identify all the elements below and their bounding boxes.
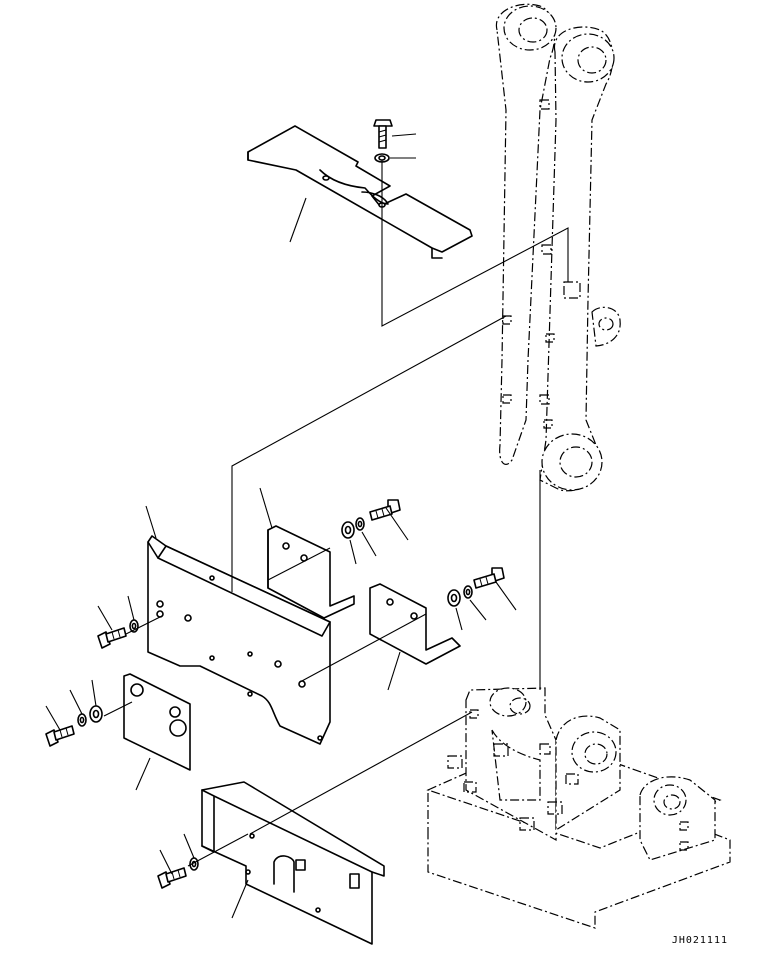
washer-upper-right-b	[355, 517, 365, 531]
top-bolt	[373, 119, 393, 149]
washer-middle-right-b	[463, 585, 473, 599]
swing-bracket-phantom	[426, 687, 731, 929]
alignment-lines	[103, 160, 569, 867]
bolt-upper-right	[369, 499, 401, 521]
right-angle-bracket	[369, 583, 461, 665]
bolt-middle-right	[473, 567, 505, 589]
washer-middle-right-a	[447, 589, 461, 607]
top-cover-plate	[247, 125, 473, 259]
arm-link-phantom	[495, 3, 621, 492]
washer-left-lower-b	[89, 705, 103, 723]
bolt-left-middle	[97, 627, 127, 649]
drawing-code: JH021111	[671, 935, 728, 946]
small-cover-plate	[123, 673, 191, 771]
washer-left-lower-a	[77, 713, 87, 727]
upper-angle-bracket	[267, 525, 355, 619]
callout-leaders	[45, 133, 517, 919]
washer-left-middle	[129, 619, 139, 633]
bolt-left-lower	[45, 725, 75, 747]
bottom-cover-plate	[201, 781, 385, 945]
washer-upper-right-a	[341, 521, 355, 539]
main-cover-plate	[147, 535, 331, 745]
bolt-bottom	[157, 867, 187, 889]
